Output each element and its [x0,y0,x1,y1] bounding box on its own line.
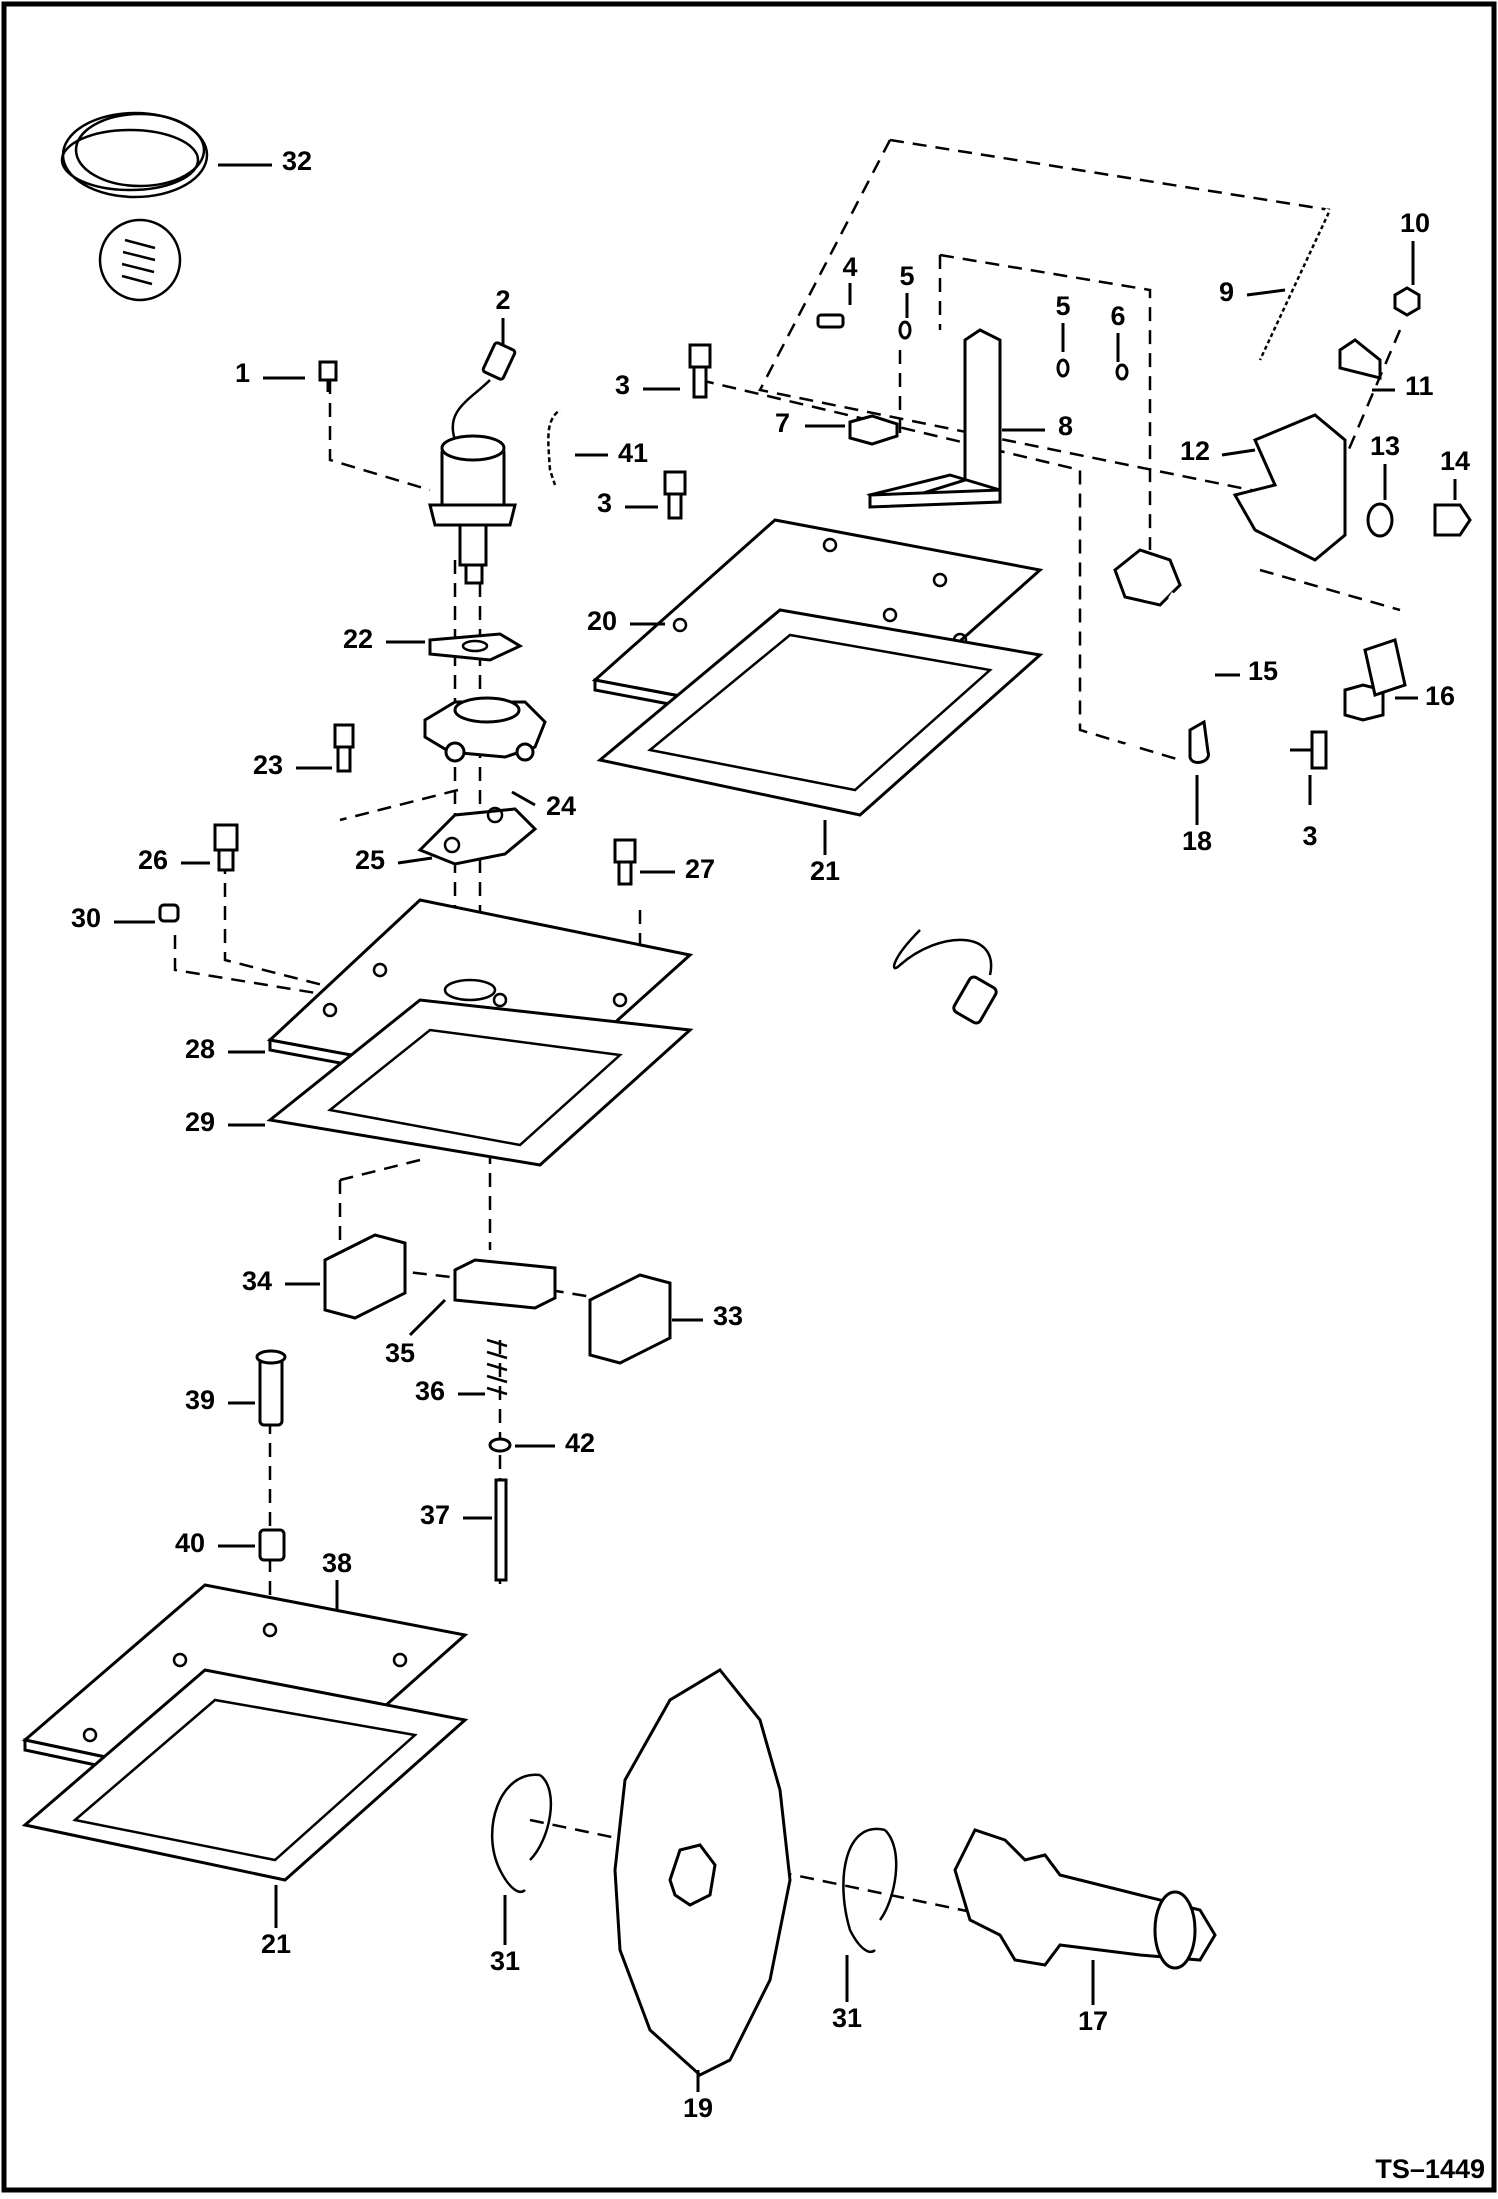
callout-31: 31 [490,1946,520,1976]
callout-leader-24 [511,790,536,807]
callout-27: 27 [685,854,715,884]
callout-3: 3 [615,370,630,400]
cable-clamp [1188,719,1328,770]
callout-35: 35 [385,1338,415,1368]
callout-12: 12 [1180,436,1210,466]
snap-ring-left [491,1773,553,1894]
spring-pin [486,1338,512,1582]
figure-id-label: TS–1449 [1375,2154,1485,2184]
callout-39: 39 [185,1385,215,1415]
callout-5: 5 [899,261,914,291]
callout-leader-35 [408,1298,447,1337]
callout-29: 29 [185,1107,215,1137]
callout-41: 41 [618,438,648,468]
callout-11: 11 [1405,371,1434,401]
callout-19: 19 [683,2093,713,2123]
access-plate-gasket [596,608,1044,817]
snap-ring-right [842,1827,898,1954]
callout-34: 34 [242,1266,272,1296]
callout-9: 9 [1219,277,1234,307]
callout-13: 13 [1370,431,1400,461]
callout-37: 37 [420,1500,450,1530]
callout-3: 3 [1302,821,1317,851]
callout-1: 1 [235,358,250,388]
bolts [158,343,712,923]
spool-blocks [323,1233,672,1365]
wire-harness-coil [60,111,209,302]
callout-21: 21 [810,856,840,886]
callout-20: 20 [587,606,617,636]
plunger [255,1349,287,1562]
lever-assembly [1232,208,1472,722]
valve-housing [423,696,547,763]
callout-23: 23 [253,750,283,780]
callout-10: 10 [1400,208,1430,238]
callout-14: 14 [1440,446,1470,476]
callout-26: 26 [138,845,168,875]
callout-38: 38 [322,1548,352,1578]
callout-17: 17 [1078,2006,1108,2036]
callout-18: 18 [1182,826,1212,856]
solenoid [428,341,517,585]
callout-28: 28 [185,1034,215,1064]
valve-gasket [417,806,538,866]
callout-25: 25 [355,845,385,875]
callout-4: 4 [842,252,857,282]
callout-16: 16 [1425,681,1455,711]
callout-7: 7 [775,408,790,438]
callout-5: 5 [1055,291,1070,321]
callout-36: 36 [415,1376,445,1406]
callout-leader-12 [1221,448,1256,457]
callout-8: 8 [1058,411,1073,441]
callout-32: 32 [282,146,312,176]
callout-40: 40 [175,1528,205,1558]
plate-gasket [266,998,694,1167]
callout-15: 15 [1248,656,1278,686]
callout-30: 30 [71,903,101,933]
splined-disc [613,1668,792,2077]
sleeve [542,405,564,487]
drive-shaft [953,1828,1217,1970]
callout-leader-9 [1246,288,1286,297]
callout-33: 33 [713,1301,743,1331]
callout-leader-25 [397,856,433,865]
callout-2: 2 [495,285,510,315]
solenoid-gasket [428,632,524,662]
callout-24: 24 [546,791,576,821]
callout-21: 21 [261,1929,291,1959]
callout-31: 31 [832,2003,862,2033]
mounting-bracket [866,328,1002,509]
callout-42: 42 [565,1428,595,1458]
switch-and-cable [892,548,1201,1025]
callout-leaders [114,163,1457,2092]
bracket-hardware [816,313,1129,446]
callout-6: 6 [1110,301,1125,331]
cover-gasket [21,1668,469,1882]
callout-22: 22 [343,624,373,654]
callout-3: 3 [597,488,612,518]
